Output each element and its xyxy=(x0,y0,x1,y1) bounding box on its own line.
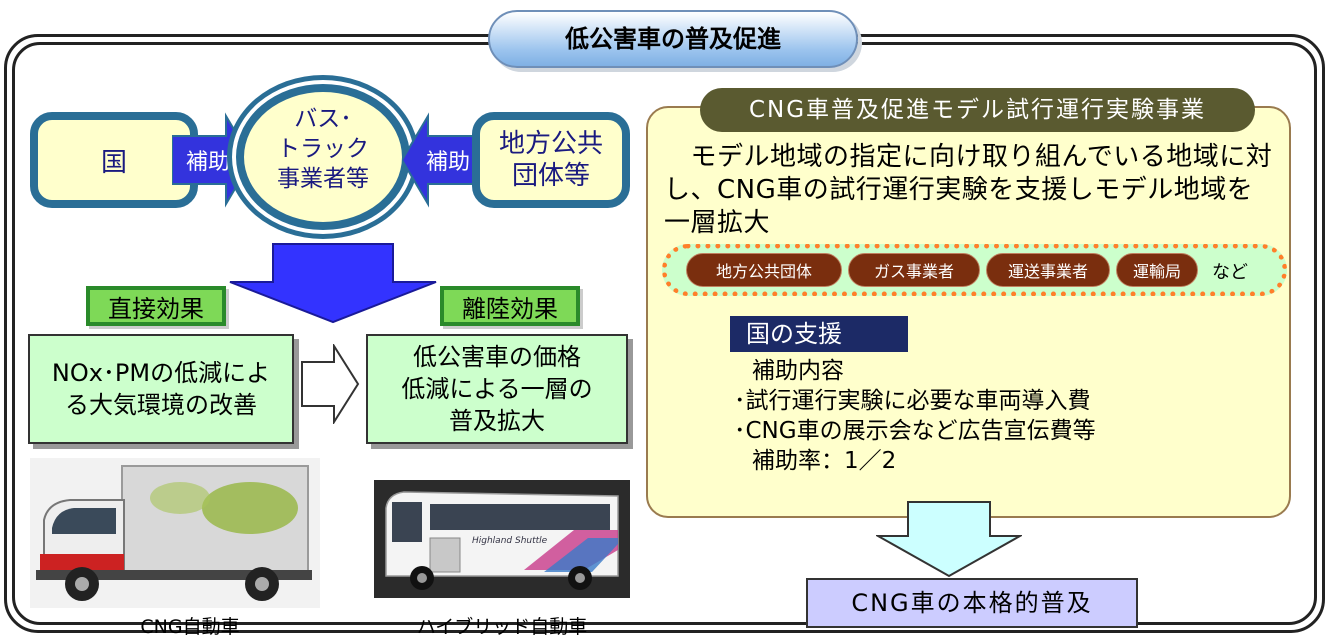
page-title: 低公害車の普及促進 xyxy=(488,10,858,68)
spin-off-line-2: 低減による一層の xyxy=(401,375,593,403)
participants-suffix: など xyxy=(1212,262,1248,283)
participant-gas-company: ガス事業者 xyxy=(848,253,980,287)
intro-line-1: モデル地域の指定に向け取り組んでいる地域に対 xyxy=(664,142,1273,172)
direct-effect-line-2: る大気環境の改善 xyxy=(64,391,257,419)
bus-caption: ハイブリッド自動車 xyxy=(416,616,588,638)
spin-off-effect-box: 低公害車の価格 低減による一層の 普及拡大 xyxy=(366,334,628,444)
cng-truck-photo xyxy=(30,458,320,608)
truck-caption: CNG自動車 xyxy=(140,616,240,638)
right-arrow-outline xyxy=(301,344,360,424)
operator-line-2: トラック xyxy=(277,136,369,162)
local-gov-box: 地方公共 団体等 xyxy=(472,112,630,208)
intro-line-2: し、CNG車の試行運行実験を支援しモデル地域を xyxy=(664,175,1254,205)
bus-side-text: Highland Shuttle xyxy=(472,536,548,546)
spin-off-line-3: 普及拡大 xyxy=(449,407,545,435)
country-label: 国 xyxy=(100,147,127,178)
cng-program-header: CNG車普及促進モデル試行運行実験事業 xyxy=(700,88,1255,132)
hybrid-bus-photo xyxy=(374,480,630,598)
support-title: 国の支援 xyxy=(730,316,908,352)
support-line-1: 補助内容 xyxy=(752,358,844,384)
subsidy-arrow-left xyxy=(172,112,252,208)
outcome-arrow xyxy=(876,501,1022,578)
spin-off-line-1: 低公害車の価格 xyxy=(413,343,581,371)
cng-program-panel xyxy=(646,106,1291,518)
local-gov-line-1: 地方公共 xyxy=(498,129,603,159)
participant-local-gov: 地方公共団体 xyxy=(686,253,842,287)
program-intro: モデル地域の指定に向け取り組んでいる地域に対 し、CNG車の試行運行実験を支援し… xyxy=(664,141,1284,240)
support-line-3: ･CNG車の展示会など広告宣伝費等 xyxy=(734,418,1096,444)
operator-line-1: バス･ xyxy=(294,106,352,132)
subsidy-label-right: 補助 xyxy=(425,150,470,175)
participant-transport-bureau: 運輸局 xyxy=(1116,253,1198,287)
operator-label: バス･ トラック 事業者等 xyxy=(248,104,398,194)
subsidy-label-left: 補助 xyxy=(185,150,230,175)
direct-effect-label: 直接効果 xyxy=(86,286,226,326)
down-arrow xyxy=(229,243,437,324)
support-list: 補助内容 ･試行運行実験に必要な車両導入費 ･CNG車の展示会など広告宣伝費等 … xyxy=(734,356,1254,476)
spin-off-effect-label: 離陸効果 xyxy=(440,286,580,326)
support-line-4: 補助率：1／2 xyxy=(752,448,897,474)
direct-effect-line-1: NOx･PMの低減によ xyxy=(51,359,271,387)
outcome-box: CNG車の本格的普及 xyxy=(806,578,1138,628)
intro-line-3: 一層拡大 xyxy=(664,208,771,238)
local-gov-line-2: 団体等 xyxy=(511,161,590,191)
participant-transport-company: 運送事業者 xyxy=(986,253,1110,287)
support-line-2: ･試行運行実験に必要な車両導入費 xyxy=(734,388,1091,414)
direct-effect-box: NOx･PMの低減によ る大気環境の改善 xyxy=(28,334,294,444)
operator-line-3: 事業者等 xyxy=(277,166,369,192)
